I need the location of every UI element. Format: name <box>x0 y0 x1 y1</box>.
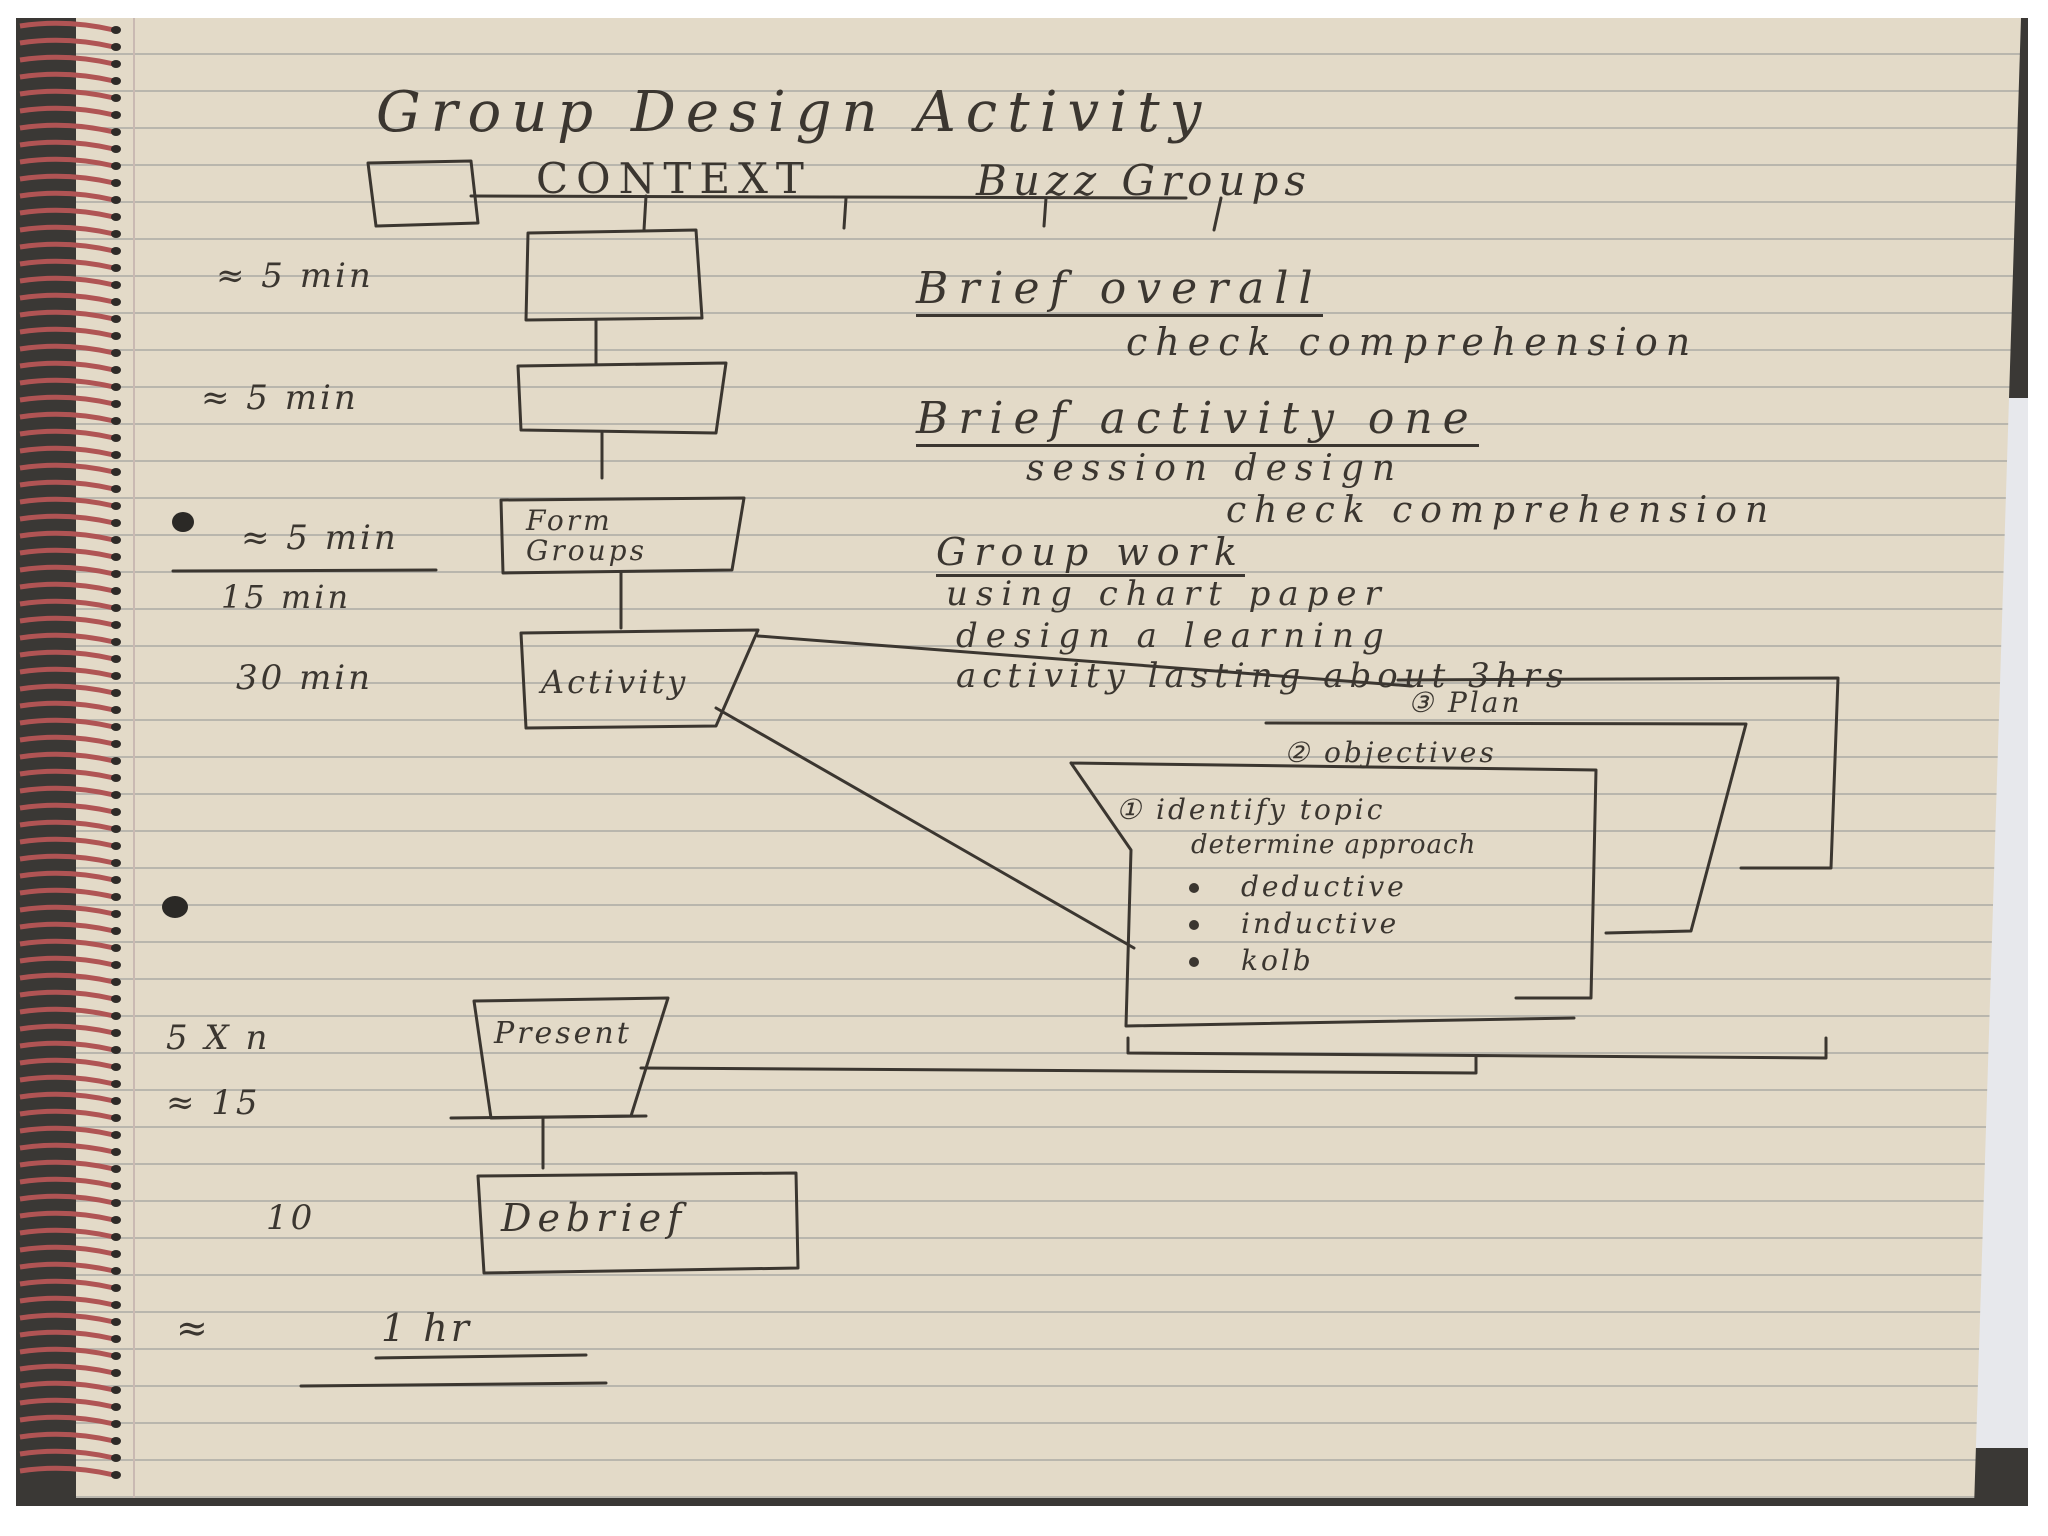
subtotal-rule <box>173 570 436 571</box>
total-underline-2 <box>301 1383 606 1386</box>
present-underline <box>451 1116 646 1118</box>
step1-time: ≈ 5 min <box>216 256 374 296</box>
binder-hole-top <box>172 512 194 532</box>
step5-time: ≈ 15 <box>166 1083 261 1123</box>
context-label: CONTEXT <box>536 154 812 203</box>
note2-title: Brief activity one <box>916 393 1479 447</box>
note3-title: Group work <box>936 530 1245 577</box>
note2-line2: check comprehension <box>1226 490 1776 531</box>
note3-line2: design a learning <box>956 616 1392 656</box>
bullet-kolb: kolb <box>1241 944 1314 977</box>
topic-label: ① identify topic <box>1116 793 1385 826</box>
buzz-groups-label: Buzz Groups <box>976 156 1312 205</box>
form-groups-label: Form Groups <box>526 506 716 566</box>
step2-time: ≈ 5 min <box>201 378 359 418</box>
subtotal-time: 15 min <box>221 578 351 616</box>
total-prefix: ≈ <box>176 1306 211 1350</box>
debrief-label: Debrief <box>501 1196 687 1240</box>
present-count: 5 X n <box>166 1018 270 1058</box>
total-underline-1 <box>376 1355 586 1358</box>
binder-hole-bottom <box>162 896 188 918</box>
step2-box <box>518 363 726 433</box>
note1-title: Brief overall <box>916 263 1323 317</box>
note1-line1: check comprehension <box>1126 320 1698 364</box>
step4-time: 30 min <box>236 658 373 698</box>
approach-line: determine approach <box>1191 830 1476 860</box>
page-title: Group Design Activity <box>376 80 1211 145</box>
bullet-inductive: inductive <box>1241 907 1399 940</box>
step1-box <box>526 230 702 320</box>
activity-line-lower <box>716 708 1134 948</box>
flow-diagram <box>16 18 2028 1506</box>
total-value: 1 hr <box>381 1306 472 1350</box>
plan-label: ③ Plan <box>1408 686 1523 719</box>
notebook-photo: Group Design Activity CONTEXT Buzz Group… <box>16 18 2028 1506</box>
header-square <box>368 161 478 226</box>
sheets-bracket <box>641 1038 1826 1073</box>
objectives-label: ② objectives <box>1284 736 1497 769</box>
step6-time: 10 <box>266 1198 315 1238</box>
activity-label: Activity <box>541 663 688 701</box>
note3-line1: using chart paper <box>946 574 1389 614</box>
present-label: Present <box>494 1016 632 1051</box>
note2-line1: session design <box>1026 448 1403 489</box>
bullet-deductive: deductive <box>1241 870 1407 903</box>
step3-time: ≈ 5 min <box>241 518 399 558</box>
